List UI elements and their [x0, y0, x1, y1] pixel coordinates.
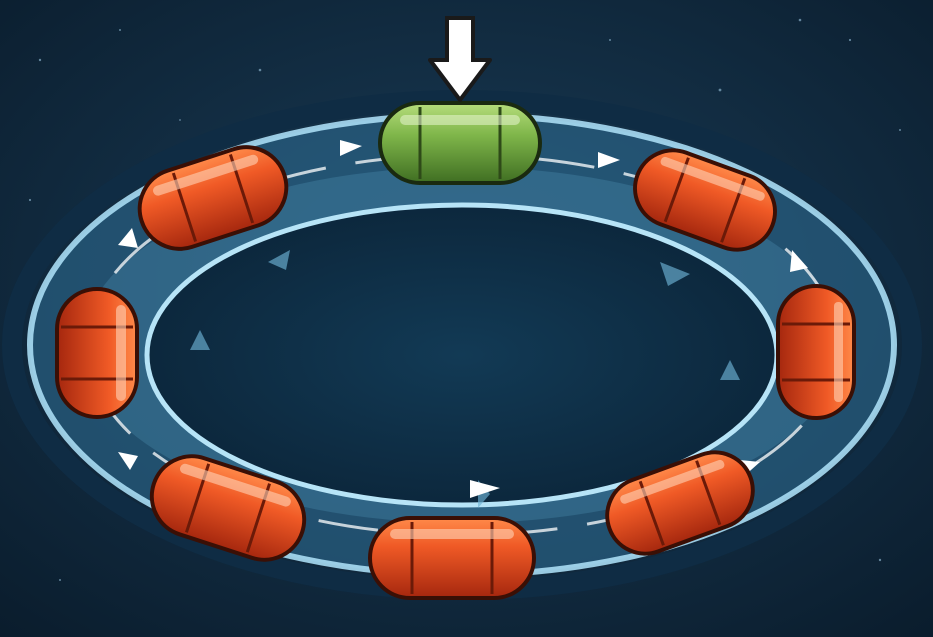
capsule-left: [57, 289, 137, 417]
capsule-bottom: [370, 518, 534, 598]
capsule-right: [778, 286, 854, 418]
active-capsule: [380, 103, 540, 183]
